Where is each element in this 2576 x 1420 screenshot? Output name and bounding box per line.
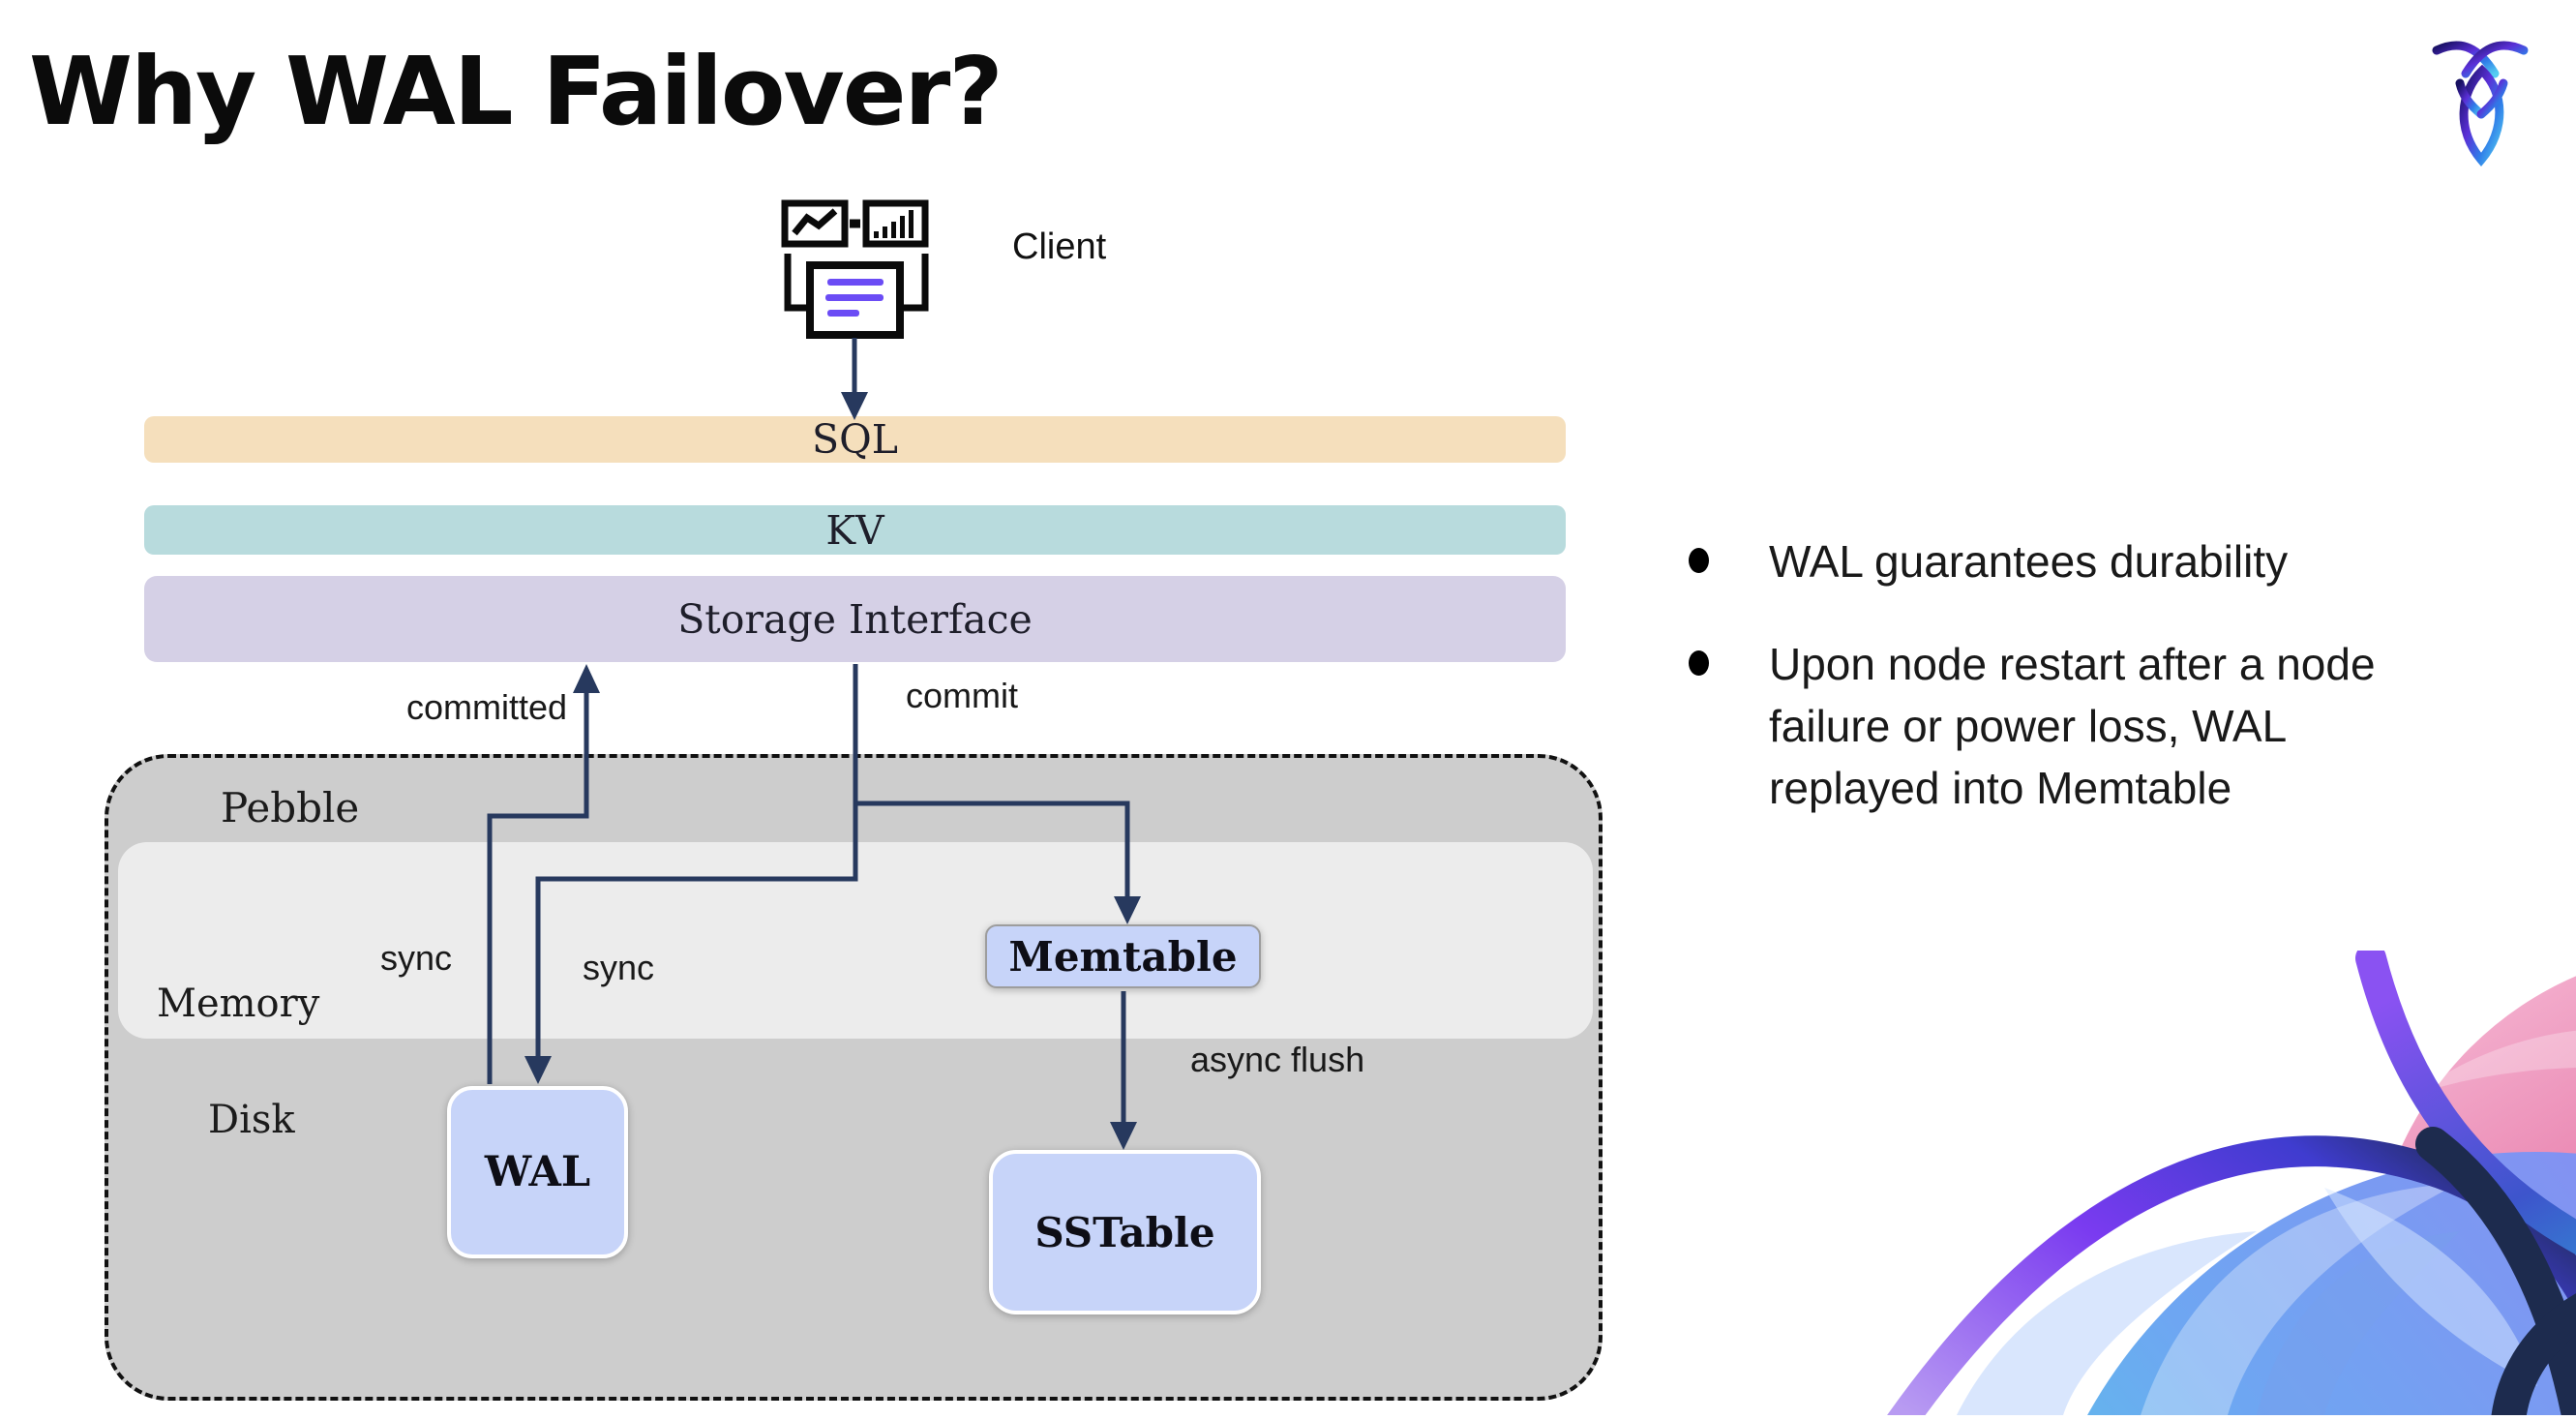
disk-zone-label: Disk — [208, 1098, 295, 1142]
cockroach-brand-sphere-graphic — [1841, 943, 2576, 1420]
layer-sql: SQL — [144, 416, 1566, 463]
bullet-text: WAL guarantees durability — [1769, 536, 2289, 587]
sstable-node: SSTable — [989, 1150, 1261, 1314]
layer-storage-interface: Storage Interface — [144, 576, 1566, 662]
sstable-node-label: SSTable — [1034, 1208, 1215, 1256]
bracket-right — [902, 254, 929, 312]
bullet-dot-icon — [1689, 548, 1709, 573]
sync-right-edge-label: sync — [583, 948, 655, 987]
wal-node: WAL — [447, 1086, 628, 1258]
wal-node-label: WAL — [484, 1148, 591, 1196]
layer-storage-label: Storage Interface — [677, 595, 1033, 643]
pebble-label: Pebble — [221, 784, 360, 831]
commit-edge-label: commit — [906, 676, 1018, 715]
layer-kv: KV — [144, 505, 1566, 555]
list-item: Upon node restart after a node failure o… — [1689, 633, 2501, 819]
memtable-node: Memtable — [985, 924, 1261, 988]
page-title: Why WAL Failover? — [29, 37, 1003, 146]
client-label: Client — [1012, 227, 1107, 267]
list-item: WAL guarantees durability — [1689, 530, 2501, 592]
layer-sql-label: SQL — [812, 416, 898, 463]
bullet-list: WAL guarantees durability Upon node rest… — [1689, 530, 2501, 860]
bullet-dot-icon — [1689, 650, 1709, 676]
line-chart-icon — [781, 199, 849, 248]
bar-chart-icon — [862, 199, 929, 248]
client-icon — [774, 194, 939, 344]
async-flush-edge-label: async flush — [1190, 1040, 1365, 1079]
bracket-left — [784, 254, 811, 312]
document-text-lines — [825, 279, 884, 317]
bullet-text: Upon node restart after a node failure o… — [1769, 639, 2376, 813]
memory-zone-label: Memory — [157, 982, 320, 1026]
layer-kv-label: KV — [825, 506, 884, 554]
cockroachdb-logo-icon — [2415, 37, 2564, 198]
sync-left-edge-label: sync — [380, 938, 453, 978]
memory-zone — [118, 842, 1593, 1039]
committed-edge-label: committed — [406, 687, 568, 727]
memtable-node-label: Memtable — [1008, 932, 1238, 981]
